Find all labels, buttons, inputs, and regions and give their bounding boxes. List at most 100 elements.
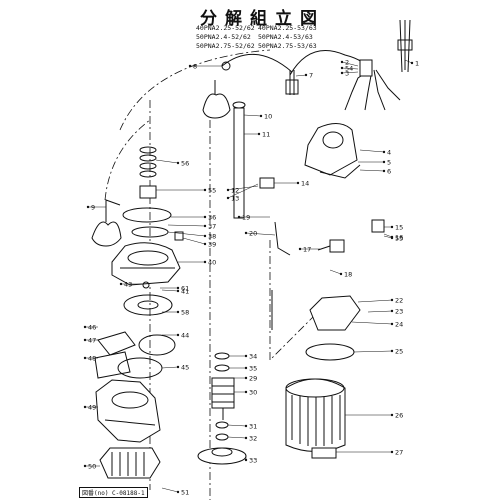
leader-dot [390,349,394,353]
callout-label: 54 [345,65,353,73]
leader-dot [340,60,344,64]
pump-casing [95,379,161,443]
leader-line [359,169,385,172]
leader-dot [257,132,261,136]
float-switch [202,53,299,119]
callout-label: 9 [91,204,95,212]
callout-label: 24 [395,321,403,329]
leader-dot [203,224,207,228]
callout-label: 45 [181,364,189,372]
callout-label: 58 [181,309,189,317]
callout-label: 36 [208,214,216,222]
model-name: 40PNA2.25-53/63 [258,24,317,32]
leader-line [351,321,393,325]
left-float [91,199,122,247]
callout-label: 25 [395,348,403,356]
leader-line [383,233,393,238]
callout-label: 51 [181,489,189,497]
callout-label: 19 [242,214,250,222]
callout-label: 31 [249,423,257,431]
leader-dot [244,436,248,440]
leader-dot [259,114,263,118]
model-name: 50PNA2.4-52/62 [196,33,251,41]
callout-label: 1 [415,60,419,68]
callout-label: 11 [262,131,270,139]
callout-label: 14 [301,180,309,188]
callout-label: 30 [249,389,257,397]
leader-dot [83,325,87,329]
leader-line [367,310,393,313]
leader-dot [382,160,386,164]
leader-dot [382,169,386,173]
leader-dot [226,188,230,192]
leader-dot [244,458,248,462]
leader-line [227,436,247,439]
leader-dot [237,215,241,219]
leader-dot [244,376,248,380]
callout-label: 61 [181,285,189,293]
callout-label: 34 [249,353,257,361]
callout-label: 15 [395,224,403,232]
callout-label: 38 [208,233,216,241]
model-name: 50PNA2.4-53/63 [258,33,313,41]
motor-cover [259,123,385,233]
callout-label: 12 [231,187,239,195]
leader-line [161,289,179,292]
callout-label: 44 [181,332,189,340]
leader-line [161,366,179,369]
leader-line [227,185,259,191]
callout-label: 8 [193,63,197,71]
leader-dot [83,338,87,342]
leader-dot [176,490,180,494]
callout-label: 4 [387,149,391,157]
gasket-parts [94,331,176,379]
callout-label: 32 [249,435,257,443]
leader-dot [390,298,394,302]
leader-dot [382,150,386,154]
callout-label: 55 [208,187,216,195]
leader-dot [244,231,248,235]
leader-dot [86,205,90,209]
model-row: 50PNA2.4-52/62 50PNA2.4-53/63 [196,33,320,42]
callout-label: 37 [208,223,216,231]
leader-line [341,61,359,67]
leader-dot [176,365,180,369]
leader-dot [203,242,207,246]
leader-line [243,114,262,117]
leader-line [182,237,206,245]
drawing-number: 図番(no) C-08188-1 [79,487,148,498]
leader-line [404,59,413,64]
strainer [99,447,161,479]
callout-label: 6 [387,168,391,176]
leader-dot [203,234,207,238]
leader-dot [244,366,248,370]
leader-line [341,71,359,74]
leader-dot [244,354,248,358]
rotor-assembly [197,352,247,465]
diagram-title: 分解組立図 [200,9,325,29]
leader-dot [83,405,87,409]
leader-line [353,350,393,353]
callout-label: 39 [208,241,216,249]
leader-line [245,232,276,236]
leader-dot [203,260,207,264]
callout-label: 16 [395,234,403,242]
leader-dot [188,64,192,68]
callout-label: 27 [395,449,403,457]
model-name: 50PNA2.75-52/62 [196,42,255,50]
relay-parts [271,221,345,330]
leader-line [227,424,247,427]
leader-dot [390,413,394,417]
leader-dot [176,161,180,165]
cable-assembly [289,19,413,111]
leader-line [383,235,393,239]
leader-dot [244,424,248,428]
callout-label: 2 [345,59,349,67]
seal-stack [122,146,184,241]
leader-dot [83,464,87,468]
leader-dot [390,309,394,313]
leader-line [357,299,393,303]
